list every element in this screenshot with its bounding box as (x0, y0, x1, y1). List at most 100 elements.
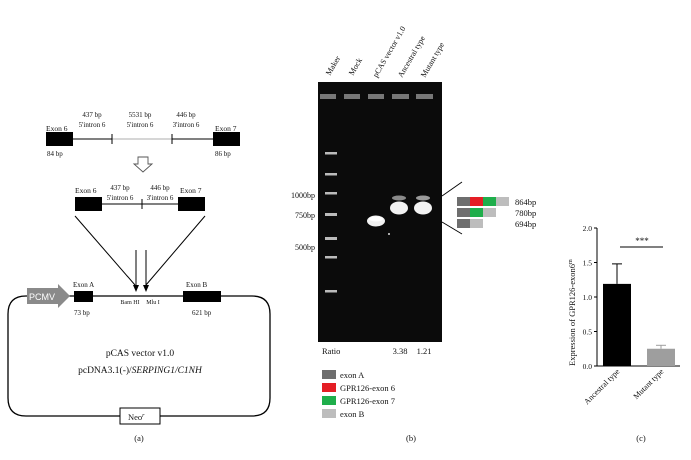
minigene-exon7-label: Exon 7 (180, 186, 202, 195)
exon-a-box (74, 291, 93, 302)
minigene-seg1-name: 5'intron 6 (107, 194, 134, 202)
minigene-seg1-size: 437 bp (110, 184, 130, 192)
genomic-seg1-name: 5'intron 6 (79, 121, 106, 129)
panel-a: Exon 6 84 bp 437 bp 5'intron 6 5531 bp 5… (7, 111, 271, 443)
y-tick-label: 0.5 (583, 328, 593, 337)
minigene-exon6-label: Exon 6 (75, 186, 97, 195)
neo-box (119, 407, 161, 425)
ladder-band (325, 192, 337, 195)
minigene-exon6-box (75, 197, 102, 211)
gel-well (320, 94, 336, 99)
gel-well (368, 94, 384, 99)
exon-a-label: Exon A (73, 281, 94, 289)
genomic-seg3-size: 446 bp (176, 111, 196, 119)
panel-c-chart: Expression of GPR126-exon6m *** (c) 0.00… (567, 224, 680, 443)
transcript-864bp (457, 197, 509, 206)
ratio-ancestral: 3.38 (393, 346, 408, 356)
arrowhead-icon (133, 285, 139, 292)
legend-label: exon A (340, 370, 365, 380)
legend-label: exon B (340, 409, 365, 419)
down-arrow-icon (132, 156, 154, 173)
band-highlight (369, 216, 383, 222)
gel-well (416, 94, 433, 99)
insert-line-right (145, 215, 206, 286)
zoom-line-bottom (441, 221, 463, 235)
band-label-694: 694bp (515, 219, 536, 229)
insert-name: pcDNA3.1(-)/SERPING1/C1NH (78, 365, 203, 376)
ladder-band (325, 256, 337, 259)
neo-label: Neor (128, 412, 145, 422)
legend-swatch (322, 396, 336, 405)
gel-speck (388, 233, 390, 235)
panel-a-label: (a) (134, 433, 144, 443)
exon-a-size: 73 bp (74, 309, 90, 317)
band-ancestral-864bp (392, 195, 406, 201)
genomic-seg3-name: 3'intron 6 (173, 121, 200, 129)
exon-b-label: Exon B (186, 281, 208, 289)
legend-swatch (322, 383, 336, 392)
vector-diagram: PCMV Exon A 73 bp Bam HI Mlu I Exon B 62… (7, 281, 271, 425)
gel-image (318, 82, 442, 342)
ladder-bands (325, 152, 337, 293)
bar-mutant (647, 348, 675, 366)
exon-b-block (496, 197, 509, 206)
genomic-exon7-size: 86 bp (215, 150, 231, 158)
exon-legend: exon A GPR126-exon 6 GPR126-exon 7 exon … (322, 370, 395, 419)
band-label-780: 780bp (515, 208, 536, 218)
gel-well (344, 94, 360, 99)
legend-label: GPR126-exon 7 (340, 396, 395, 406)
x-tick-label: Ancestral type (582, 367, 622, 407)
bar-ancestral (603, 283, 631, 366)
transcript-780bp (457, 208, 496, 217)
ladder-band (325, 290, 337, 293)
ladder-label-750: 750bp (295, 211, 315, 220)
exon-b-block (483, 208, 496, 217)
band-ancestral-780bp (390, 201, 408, 215)
band-label-864: 864bp (515, 197, 536, 207)
site-mlui: Mlu I (146, 300, 160, 306)
exon7-block (470, 208, 483, 217)
exon-a-block (457, 208, 470, 217)
insert-line-left (74, 215, 136, 286)
pcmv-label: PCMV (29, 292, 55, 302)
minigene-seg2-name: 3'intron 6 (147, 194, 174, 202)
y-tick-label: 1.5 (583, 259, 593, 268)
significance-stars: *** (635, 236, 649, 246)
legend-swatch (322, 370, 336, 379)
ratio-label: Ratio (322, 346, 340, 356)
transcript-694bp (457, 219, 483, 228)
exon7-block (483, 197, 496, 206)
gel-well (392, 94, 409, 99)
genomic-exon7-box (213, 132, 240, 146)
genomic-exon6-label: Exon 6 (46, 124, 68, 133)
zoom-line-top (441, 181, 463, 197)
legend-swatch (322, 409, 336, 418)
lane-label-mock: Mock (347, 56, 364, 77)
ladder-label-500: 500bp (295, 243, 315, 252)
y-tick-label: 1.0 (583, 293, 593, 302)
panel-b: Maker Mock pCAS vector v1.0 Ancestral ty… (291, 25, 536, 443)
legend-label: GPR126-exon 6 (340, 383, 395, 393)
lane-label-maker: Maker (324, 54, 342, 77)
genomic-exon7-label: Exon 7 (215, 124, 237, 133)
arrowhead-icon (143, 285, 149, 292)
y-tick-label: 2.0 (583, 224, 593, 233)
panel-b-label: (b) (406, 433, 416, 443)
genomic-exon6-size: 84 bp (47, 150, 63, 158)
exon-b-box (183, 291, 221, 302)
ladder-label-1000: 1000bp (291, 191, 315, 200)
ratio-mutant: 1.21 (417, 346, 432, 356)
ladder-band (325, 152, 337, 155)
y-tick-label: 0.0 (583, 362, 593, 371)
ladder-band (325, 173, 337, 176)
genomic-exon6-box (46, 132, 73, 146)
y-axis-label: Expression of GPR126-exon6m (567, 259, 577, 366)
ladder-band (325, 237, 337, 240)
minigene-seg2-size: 446 bp (150, 184, 170, 192)
exon-b-block (470, 219, 483, 228)
x-tick-label: Mutant type (632, 367, 666, 401)
exon-a-block (457, 197, 470, 206)
minigene-exon7-box (178, 197, 205, 211)
genomic-seg2-size: 5531 bp (129, 111, 152, 119)
